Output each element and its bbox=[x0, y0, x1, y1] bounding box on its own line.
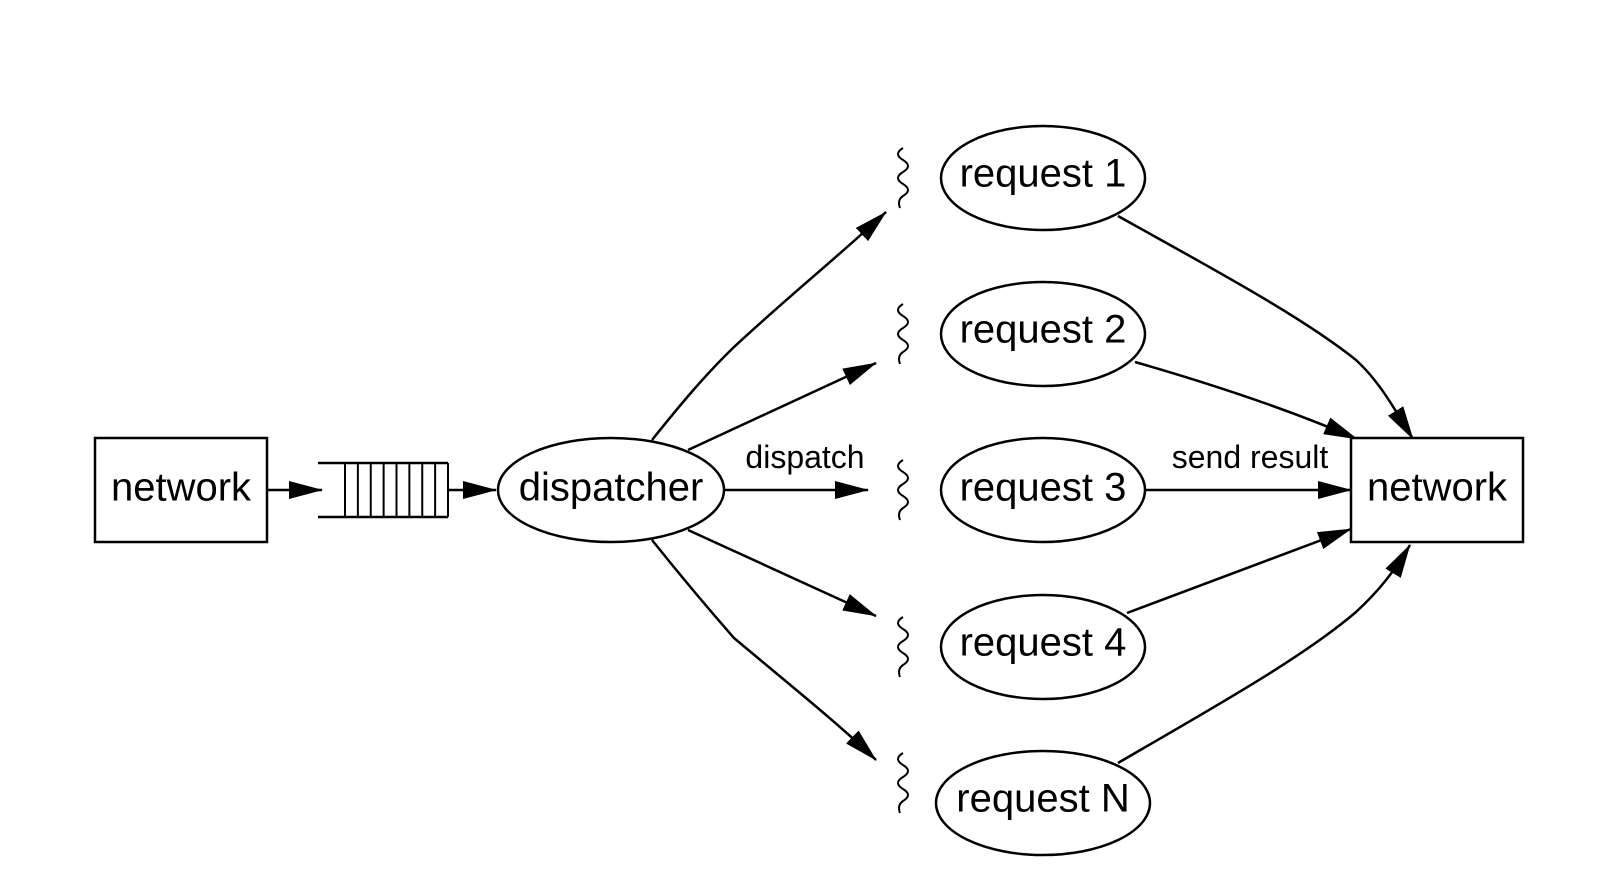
send-result-edge-label: send result bbox=[1172, 439, 1329, 475]
request-n-label: request N bbox=[956, 777, 1129, 821]
dispatcher-label: dispatcher bbox=[519, 466, 704, 510]
request-n-node: request N bbox=[934, 749, 1152, 857]
network-destination-node: network bbox=[1349, 436, 1525, 544]
thread-1-icon bbox=[897, 147, 909, 209]
request-1-label: request 1 bbox=[960, 152, 1127, 196]
edge-request-2-to-network bbox=[1134, 360, 1358, 441]
thread-n-icon bbox=[897, 752, 909, 814]
dispatch-edge-label: dispatch bbox=[745, 439, 864, 475]
request-4-label: request 4 bbox=[960, 621, 1127, 665]
network-source-node: network bbox=[93, 436, 269, 544]
edge-request-n-to-network bbox=[1117, 544, 1412, 765]
edge-request-4-to-network bbox=[1126, 527, 1352, 615]
edge-dispatch-request-2 bbox=[687, 361, 877, 452]
request-1-node: request 1 bbox=[939, 124, 1147, 232]
edge-request-1-to-network bbox=[1117, 214, 1415, 440]
request-queue bbox=[318, 461, 449, 519]
edge-dispatch-request-1 bbox=[651, 211, 887, 441]
request-2-node: request 2 bbox=[939, 280, 1147, 388]
request-2-label: request 2 bbox=[960, 308, 1127, 352]
thread-4-icon bbox=[897, 616, 909, 678]
request-3-node: request 3 bbox=[939, 436, 1147, 544]
thread-2-icon bbox=[897, 303, 909, 365]
edge-dispatch-request-n bbox=[651, 539, 877, 761]
request-4-node: request 4 bbox=[939, 593, 1147, 701]
request-3-label: request 3 bbox=[960, 466, 1127, 510]
network-destination-label: network bbox=[1367, 466, 1508, 510]
dispatcher-node: dispatcher bbox=[496, 436, 726, 544]
thread-3-icon bbox=[897, 459, 909, 521]
edge-dispatch-request-4 bbox=[687, 528, 877, 618]
network-source-label: network bbox=[111, 466, 252, 510]
